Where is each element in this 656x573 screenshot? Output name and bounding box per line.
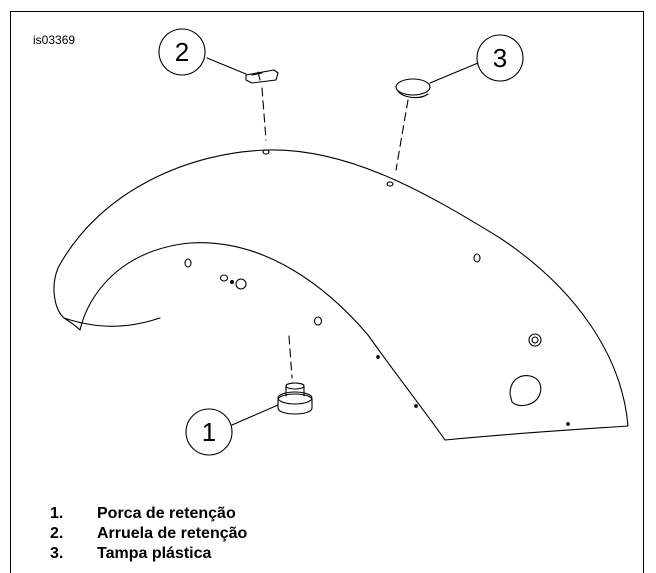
retaining-nut-part (277, 382, 313, 415)
mount-hole (473, 253, 481, 263)
mount-hole (262, 149, 270, 155)
fender-inner-edge (79, 242, 446, 441)
legend-item: 2. Arruela de retenção (50, 524, 247, 544)
mount-hole (386, 181, 394, 187)
leader-line (429, 62, 479, 84)
mount-hole (184, 258, 192, 268)
parts-legend: 1. Porca de retenção 2. Arruela de retençã… (50, 504, 247, 564)
alignment-line (261, 87, 267, 141)
legend-number: 1. (50, 505, 64, 522)
callout-label-2: 2 (175, 37, 189, 67)
callout-circle-1 (185, 408, 233, 456)
callout-label-3: 3 (493, 43, 507, 73)
alignment-line (288, 335, 293, 379)
light-opening (509, 375, 542, 407)
mount-hole (219, 274, 229, 282)
legend-number: 3. (50, 545, 64, 562)
figure-id: is03369 (33, 33, 76, 47)
fender-outline (53, 149, 629, 441)
legend-number: 2. (50, 525, 64, 542)
mount-hole (229, 279, 235, 285)
figure-frame (10, 11, 644, 573)
callout-circle-2 (158, 28, 206, 76)
legend-item: 3. Tampa plástica (50, 544, 247, 564)
legend-text: Arruela de retenção (97, 525, 248, 542)
mount-hole (313, 316, 323, 326)
fender-diagram: 2 3 1 (53, 28, 629, 456)
callout-circle-3 (476, 34, 524, 82)
retaining-washer-part (245, 69, 279, 84)
alignment-line (395, 99, 409, 171)
legend-text: Tampa plástica (97, 545, 212, 562)
leader-line (206, 57, 247, 75)
fender-lower-edge (63, 317, 161, 327)
plastic-cap-part (395, 78, 431, 99)
leader-line (231, 404, 279, 426)
legend-text: Porca de retenção (97, 505, 236, 522)
legend-item: 1. Porca de retenção (50, 504, 247, 524)
mount-hole (235, 278, 247, 290)
grommet-inner (531, 336, 539, 344)
grommet (528, 333, 542, 347)
callout-label-1: 1 (202, 417, 216, 447)
